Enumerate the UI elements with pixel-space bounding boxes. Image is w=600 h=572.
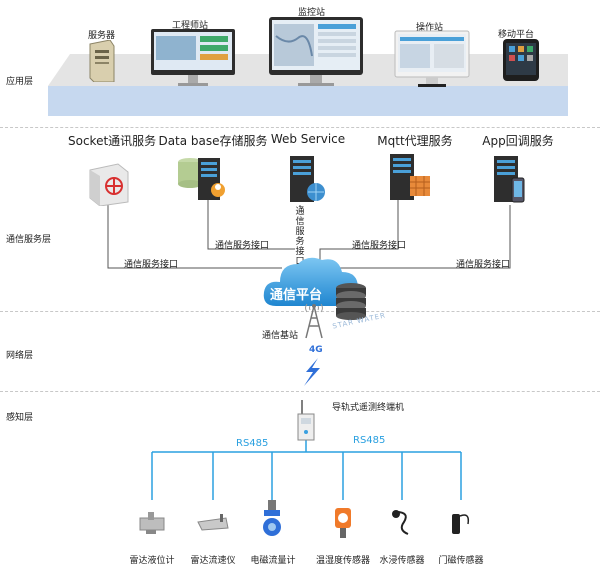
interface-label-vertical: 通信服务接口	[295, 207, 305, 267]
service-title-mqtt: Mqtt代理服务	[377, 134, 453, 148]
web-service-server-icon	[290, 156, 325, 202]
interface-label-3: 通信服务接口	[352, 241, 407, 251]
cloud-platform-icon	[263, 257, 359, 306]
sensor-label-1: 雷达液位计	[129, 556, 175, 566]
separator-3	[0, 391, 600, 392]
layer-application: 应用层	[6, 77, 34, 87]
sensor-label-4: 温湿度传感器	[315, 556, 370, 566]
service-title-webservice: Web Service	[270, 132, 346, 146]
monitor-station-icon	[269, 17, 363, 86]
server-tower-icon	[89, 40, 115, 82]
interface-label-4: 通信服务接口	[456, 260, 511, 270]
interface-label-1: 通信服务接口	[124, 260, 179, 270]
rtu-terminal-icon	[297, 400, 315, 441]
network-type-label: 4G	[309, 345, 323, 355]
temp-humidity-sensor-icon	[335, 508, 351, 538]
sensor-label-3: 电磁流量计	[250, 556, 296, 566]
app-label-engineer: 工程师站	[172, 21, 209, 31]
terminal-label: 导轨式遥测终端机	[332, 403, 405, 413]
platform-label: 通信平台	[270, 288, 323, 303]
layer-service: 通信服务层	[6, 235, 52, 245]
base-station-label: 通信基站	[262, 331, 299, 341]
app-label-server: 服务器	[88, 31, 116, 41]
database-stack-icon	[336, 283, 366, 320]
separator-2	[0, 311, 600, 312]
app-callback-server-icon	[494, 156, 525, 203]
mqtt-server-icon	[390, 154, 430, 200]
operator-station-icon	[394, 30, 470, 87]
sensor-label-5: 水浸传感器	[379, 556, 425, 566]
radar-level-gauge-icon	[139, 512, 165, 534]
door-magnetic-sensor-icon	[452, 514, 470, 534]
bus-label-left: RS485	[236, 438, 269, 449]
base-station-tower-icon	[305, 303, 323, 339]
water-immersion-sensor-icon	[392, 510, 409, 535]
separator-1	[0, 127, 600, 128]
app-label-mobile: 移动平台	[498, 30, 535, 40]
layer-network: 网络层	[6, 351, 34, 361]
radar-velocity-meter-icon	[197, 514, 229, 531]
sensor-label-6: 门磁传感器	[438, 556, 484, 566]
bus-label-right: RS485	[353, 435, 386, 446]
sensor-label-2: 雷达流速仪	[190, 556, 236, 566]
database-server-icon	[178, 158, 225, 200]
service-title-socket: Socket通讯服务	[68, 134, 157, 148]
service-title-app: App回调服务	[482, 134, 554, 148]
wireless-lightning-icon	[304, 358, 320, 386]
app-label-monitor: 监控站	[298, 8, 326, 18]
electromagnetic-flowmeter-icon	[263, 500, 281, 536]
engineer-monitor-icon	[151, 29, 235, 86]
app-platform-band	[48, 86, 568, 116]
socket-service-icon	[89, 163, 129, 206]
app-label-operator: 操作站	[416, 23, 444, 33]
interface-label-2: 通信服务接口	[215, 241, 270, 251]
mobile-tablet-icon	[503, 39, 539, 81]
layer-perception: 感知层	[6, 413, 34, 423]
service-title-database: Data base存储服务	[158, 134, 268, 148]
